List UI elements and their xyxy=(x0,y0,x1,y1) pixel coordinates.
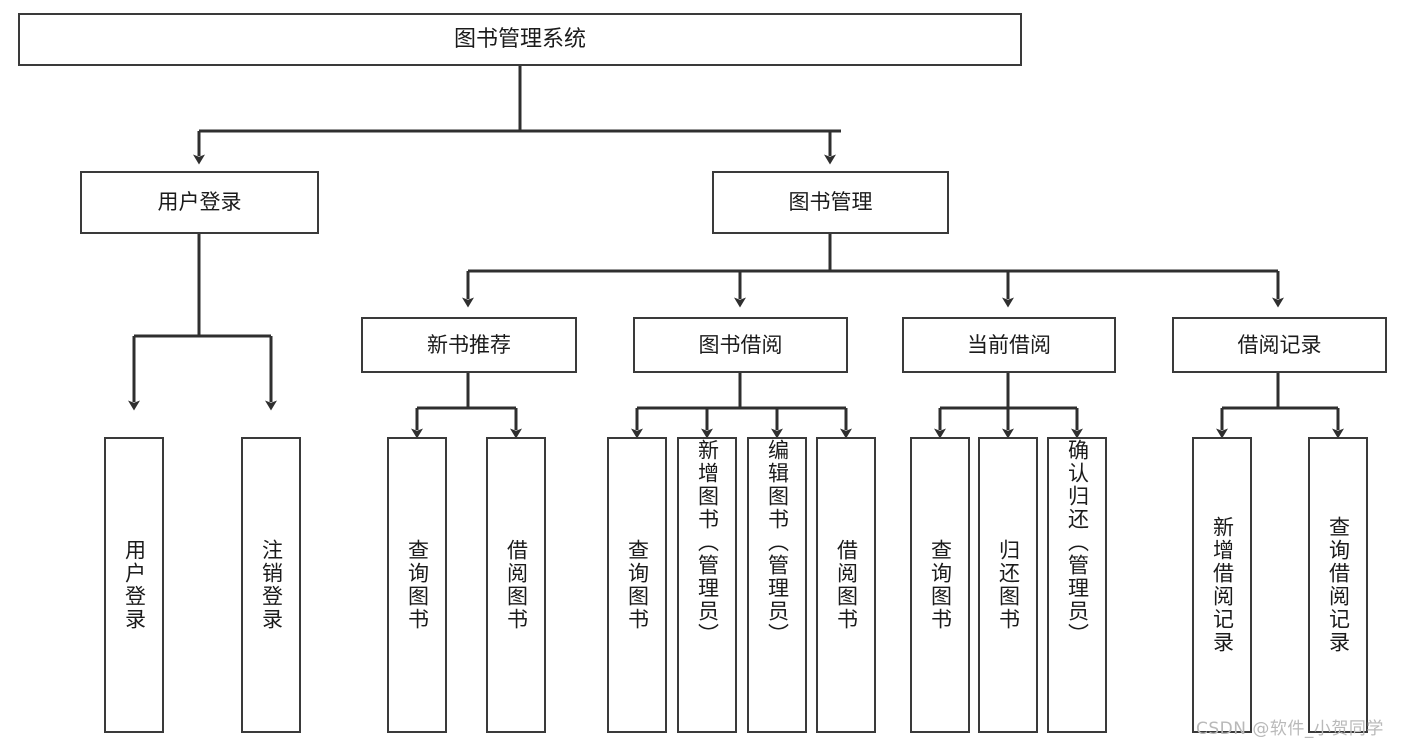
node-new-book-recommend[interactable]: 新书推荐 xyxy=(361,317,577,373)
leaf-recommend-query-book[interactable]: 查询图书 xyxy=(387,437,447,733)
leaf-recommend-borrow-book[interactable]: 借阅图书 xyxy=(486,437,546,733)
leaf-borrow-edit-book-admin[interactable]: 编辑图书（管理员） xyxy=(747,437,807,733)
node-label: 图书借阅 xyxy=(698,332,783,357)
leaf-current-query-book[interactable]: 查询图书 xyxy=(910,437,970,733)
node-label: 当前借阅 xyxy=(967,332,1051,357)
node-label: 查询图书 xyxy=(405,539,430,631)
leaf-borrow-query-book[interactable]: 查询图书 xyxy=(607,437,667,733)
node-label: 归还图书 xyxy=(996,539,1021,631)
node-user-login[interactable]: 用户登录 xyxy=(80,171,319,234)
leaf-user-login-logout[interactable]: 注销登录 xyxy=(241,437,301,733)
node-label: 用户登录 xyxy=(122,539,147,631)
node-label: 编辑图书（管理员） xyxy=(765,439,790,646)
leaf-borrow-borrow-book[interactable]: 借阅图书 xyxy=(816,437,876,733)
node-label: 注销登录 xyxy=(259,539,284,631)
leaf-records-query-record[interactable]: 查询借阅记录 xyxy=(1308,437,1368,733)
leaf-user-login-login[interactable]: 用户登录 xyxy=(104,437,164,733)
leaf-borrow-add-book-admin[interactable]: 新增图书（管理员） xyxy=(677,437,737,733)
node-borrow-records[interactable]: 借阅记录 xyxy=(1172,317,1387,373)
node-label: 借阅图书 xyxy=(504,539,529,631)
node-book-borrow[interactable]: 图书借阅 xyxy=(633,317,848,373)
node-current-borrow[interactable]: 当前借阅 xyxy=(902,317,1116,373)
node-label: 用户登录 xyxy=(157,190,242,215)
node-label: 新增借阅记录 xyxy=(1210,516,1235,654)
node-label: 新增图书（管理员） xyxy=(695,439,720,646)
leaf-current-confirm-return-admin[interactable]: 确认归还（管理员） xyxy=(1047,437,1107,733)
node-book-management[interactable]: 图书管理 xyxy=(712,171,949,234)
node-label: 查询借阅记录 xyxy=(1326,516,1351,654)
node-root-system[interactable]: 图书管理系统 xyxy=(18,13,1022,66)
node-label: 图书管理 xyxy=(788,190,873,215)
watermark-text: CSDN @软件_小贺同学 xyxy=(1196,719,1384,739)
node-label: 图书管理系统 xyxy=(453,26,586,52)
node-label: 借阅图书 xyxy=(834,539,859,631)
node-label: 确认归还（管理员） xyxy=(1065,439,1090,646)
node-label: 新书推荐 xyxy=(427,332,511,357)
leaf-current-return-book[interactable]: 归还图书 xyxy=(978,437,1038,733)
node-label: 查询图书 xyxy=(625,539,650,631)
node-label: 查询图书 xyxy=(928,539,953,631)
node-label: 借阅记录 xyxy=(1237,332,1322,357)
leaf-records-add-record[interactable]: 新增借阅记录 xyxy=(1192,437,1252,733)
